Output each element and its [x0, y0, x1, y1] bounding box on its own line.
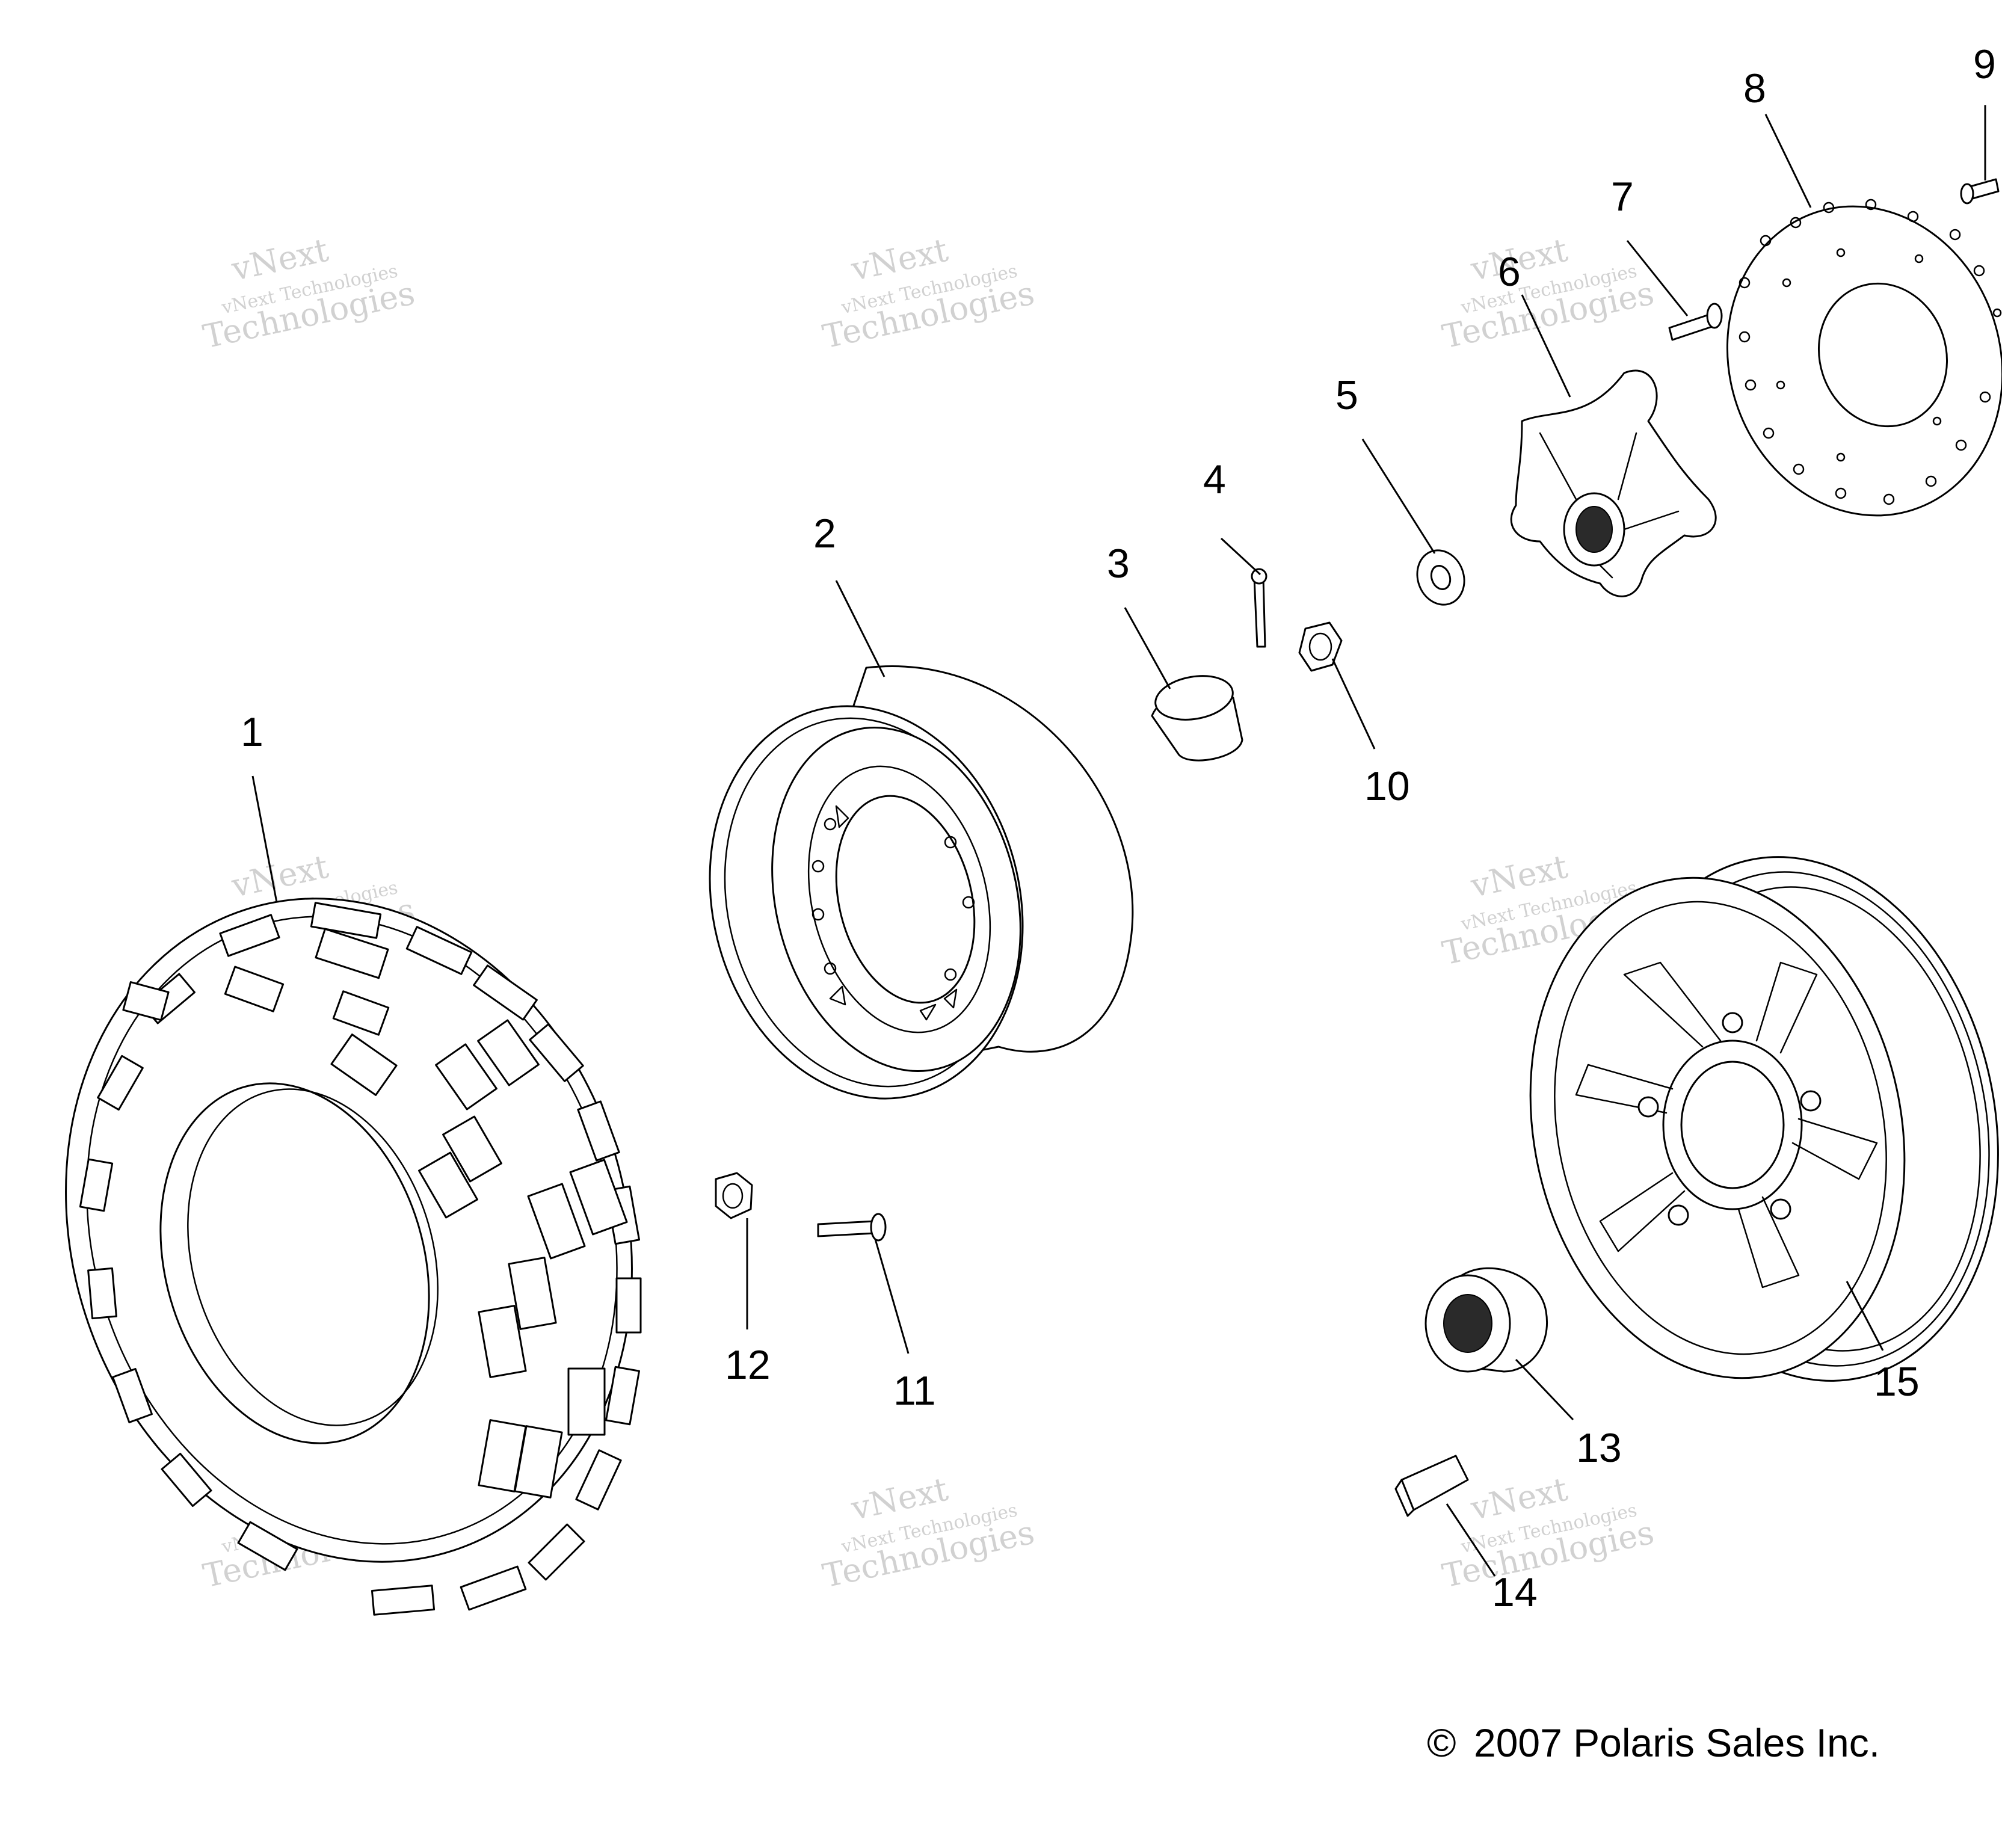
callout-13: 13: [1576, 1425, 1622, 1471]
part-2-steel-wheel: [709, 665, 1134, 1100]
callout-6: 6: [1498, 249, 1521, 295]
leader-11: [874, 1239, 910, 1354]
watermark: vNext vNext Technologies Technologies: [819, 231, 1038, 356]
leader-lines: [251, 105, 1986, 1577]
callout-11: 11: [893, 1368, 936, 1414]
part-7-stud: [1668, 303, 1723, 341]
callout-14: 14: [1492, 1569, 1538, 1615]
copyright-symbol: ©: [1427, 1720, 1456, 1765]
callout-15: 15: [1874, 1359, 1920, 1405]
alloy-spokes: [1575, 961, 1878, 1289]
leader-14: [1446, 1503, 1496, 1577]
part-13-center-cap: [1424, 1267, 1548, 1373]
leader-2: [835, 580, 886, 677]
callout-2: 2: [813, 511, 836, 556]
tire-tread-lugs: [79, 902, 642, 1616]
watermark: vNext vNext Technologies Technologies: [819, 1470, 1038, 1595]
callout-7: 7: [1611, 174, 1634, 220]
tire-face-lugs: [122, 928, 628, 1498]
leader-1: [251, 775, 278, 903]
part-8-brake-disc: [1726, 199, 2002, 517]
callout-5: 5: [1335, 372, 1358, 418]
watermark: vNext vNext Technologies Technologies: [1439, 231, 1657, 356]
part-1-tire: [65, 898, 642, 1616]
callout-4: 4: [1203, 457, 1226, 502]
part-15-alloy-wheel: [1529, 856, 1999, 1382]
part-11-bolt: [817, 1213, 887, 1242]
leader-13: [1515, 1358, 1574, 1421]
part-9-bolt: [1960, 178, 2000, 205]
callout-8: 8: [1743, 66, 1766, 111]
callout-10: 10: [1364, 763, 1410, 809]
copyright-text: 2007 Polaris Sales Inc.: [1474, 1720, 1880, 1765]
part-12-nut: [715, 1172, 753, 1219]
disc-holes: [1739, 199, 2002, 505]
part-5-washer: [1416, 549, 1465, 606]
leader-5: [1361, 439, 1436, 554]
callout-12: 12: [725, 1342, 771, 1388]
copyright-notice: © 2007 Polaris Sales Inc.: [1427, 1720, 1880, 1765]
leader-3: [1124, 607, 1171, 689]
part-14-lug-nut: [1394, 1455, 1469, 1517]
callout-9: 9: [1973, 42, 1996, 87]
callout-3: 3: [1107, 541, 1130, 587]
part-4-cotter-pin: [1251, 568, 1267, 648]
watermark: vNext vNext Technologies Technologies: [200, 231, 418, 356]
leader-8: [1764, 114, 1812, 208]
part-3-cap: [1151, 675, 1243, 762]
leader-15: [1846, 1281, 1884, 1351]
leader-7: [1626, 240, 1689, 316]
wheel-bolt-marks: [812, 805, 975, 1021]
alloy-lug-holes: [1637, 1012, 1822, 1226]
callout-numbers: 1 2 3 4 5 6 7 8 9 10 11 12 13 14 15: [241, 42, 1996, 1615]
leader-10: [1331, 658, 1376, 750]
leader-4: [1220, 537, 1261, 576]
callout-1: 1: [241, 709, 263, 755]
part-6-hub: [1510, 369, 1717, 597]
leader-6: [1521, 294, 1571, 398]
part-10-castle-nut: [1298, 621, 1343, 672]
